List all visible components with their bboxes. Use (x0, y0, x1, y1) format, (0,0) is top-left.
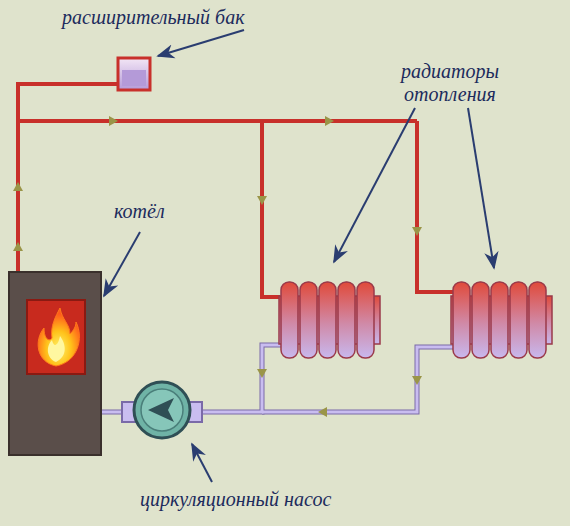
radiator-section (357, 282, 374, 358)
radiator-section (491, 282, 508, 358)
callout-label: котёл (114, 200, 165, 223)
supply-pipe (18, 84, 453, 297)
callout-label: циркуляционный насос (140, 488, 331, 511)
tank-water (122, 70, 146, 86)
boiler-firebox (27, 300, 85, 374)
radiator-section (472, 282, 489, 358)
radiator-section (510, 282, 527, 358)
radiator-section (453, 282, 470, 358)
radiator-section (319, 282, 336, 358)
flame-core (48, 336, 65, 362)
expansion-tank (118, 58, 150, 90)
circulation-pump (134, 382, 190, 438)
pump-arrow (148, 398, 174, 422)
boiler (9, 272, 101, 455)
radiator-section (300, 282, 317, 358)
flame (38, 308, 79, 366)
radiator-section (338, 282, 355, 358)
flow-arrows (13, 116, 422, 417)
callout-label: расширительный бак (62, 6, 245, 29)
radiator-section (529, 282, 546, 358)
radiator (451, 282, 552, 358)
pump-rotor (141, 389, 183, 431)
callout-label: радиаторы отопления (370, 60, 530, 106)
radiator-section (281, 282, 298, 358)
radiator (279, 282, 380, 358)
